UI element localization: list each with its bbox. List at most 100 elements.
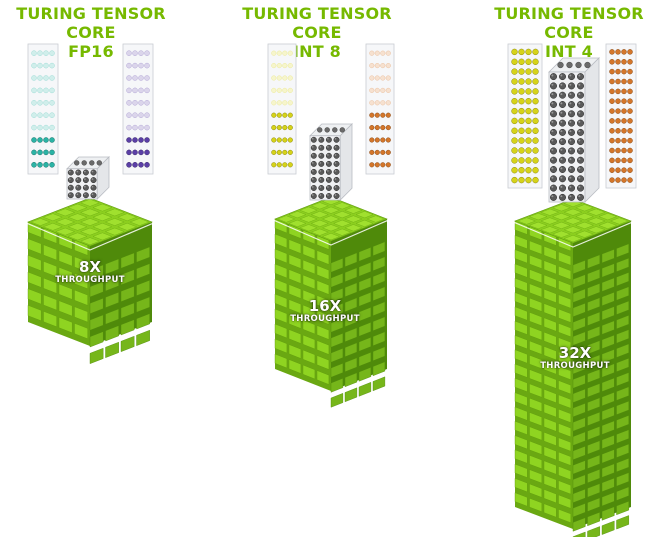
tower-top-tile <box>344 224 363 232</box>
matrix-element <box>276 137 282 143</box>
matrix-element <box>282 100 288 106</box>
compute-unit-highlight <box>578 176 581 179</box>
tower-top-tile <box>563 217 583 225</box>
tower-top-tile <box>321 233 341 241</box>
matrix-element <box>385 75 391 81</box>
tower-block <box>302 349 316 365</box>
matrix-element <box>621 49 627 55</box>
tower-block <box>358 367 372 382</box>
matrix-element <box>43 100 49 106</box>
compute-unit-highlight <box>319 194 322 196</box>
tower-block <box>74 306 88 323</box>
compute-unit <box>550 101 557 108</box>
tower-block <box>601 434 615 450</box>
compute-unit <box>318 176 325 183</box>
matrix-element <box>532 107 539 115</box>
compute-unit <box>318 193 325 199</box>
tower-block <box>543 503 557 518</box>
tower-block <box>587 511 600 527</box>
matrix-element <box>518 98 525 105</box>
matrix-element <box>615 177 621 183</box>
tower-block <box>302 289 316 305</box>
tower-block <box>372 286 386 302</box>
matrix-element <box>369 149 375 155</box>
matrix-element <box>31 137 37 143</box>
tower-top-tile <box>55 218 76 226</box>
tower-block <box>601 420 615 435</box>
compute-unit-highlight <box>334 146 337 148</box>
title-line-1: TURING TENSOR CORE <box>16 4 166 42</box>
matrix-element <box>43 137 49 143</box>
tower-block <box>27 271 42 288</box>
matrix-element <box>138 50 144 56</box>
tower-top-tile <box>310 211 329 219</box>
matrix-element <box>525 107 532 115</box>
tower-block <box>572 403 586 418</box>
tower-top-tile <box>575 221 594 229</box>
tower-block <box>587 340 600 355</box>
matrix-element <box>276 63 282 69</box>
tower-block <box>302 274 316 290</box>
tower-block <box>372 241 386 257</box>
tower-block <box>616 386 629 401</box>
tower-block <box>601 449 615 464</box>
compute-unit-highlight <box>327 186 329 188</box>
tower-top-tile <box>42 213 63 222</box>
compute-unit <box>81 160 87 166</box>
tower-block <box>514 420 528 435</box>
matrix-element <box>621 167 627 173</box>
tower-block <box>572 331 586 346</box>
tower-block <box>572 360 586 375</box>
tower-block <box>558 280 571 295</box>
throughput-label-int4: 32X THROUGHPUT <box>530 345 620 371</box>
matrix-element <box>621 157 627 164</box>
compute-unit <box>339 127 345 133</box>
tower-block <box>543 346 557 361</box>
matrix-element <box>380 112 386 118</box>
matrix-element <box>532 78 539 85</box>
compute-unit <box>310 176 317 183</box>
tower-block <box>358 262 372 277</box>
tower-block <box>288 329 302 344</box>
tower-block <box>316 280 330 295</box>
tower-block <box>543 317 557 332</box>
tower-top-tile <box>299 215 318 223</box>
tower-block <box>587 397 600 412</box>
matrix-element <box>271 63 277 69</box>
tower-block <box>514 406 528 421</box>
matrix-element <box>138 112 144 118</box>
tower-block <box>74 323 88 340</box>
matrix-element <box>132 112 138 118</box>
tower-top-tile <box>586 217 606 225</box>
compute-unit <box>568 156 575 164</box>
tower-top-tile <box>310 202 329 210</box>
tower-block <box>543 460 557 475</box>
tower-block <box>572 488 586 503</box>
compute-unit-highlight <box>551 139 554 142</box>
matrix-element <box>532 48 539 56</box>
matrix-element <box>43 112 49 118</box>
matrix-element <box>627 98 633 104</box>
matrix-element <box>627 128 633 134</box>
matrix-element <box>369 112 375 118</box>
matrix-element <box>385 149 391 155</box>
matrix-element <box>126 162 132 168</box>
compute-unit-highlight <box>560 195 563 198</box>
matrix-element <box>609 118 615 124</box>
compute-unit <box>559 73 566 81</box>
tower-block <box>558 394 571 409</box>
matrix-element <box>627 59 633 65</box>
tower-block <box>572 274 586 289</box>
compute-unit-highlight <box>334 170 337 172</box>
matrix-element <box>380 100 386 106</box>
tower-block <box>572 388 586 403</box>
matrix-element <box>615 108 621 114</box>
tower-block <box>514 235 528 250</box>
matrix-element <box>37 75 43 81</box>
tower-top-tile <box>67 222 88 231</box>
compute-unit <box>550 175 557 183</box>
matrix-element <box>31 50 37 56</box>
compute-unit <box>67 169 74 176</box>
compute-unit-highlight <box>84 193 86 196</box>
matrix-element <box>511 48 518 56</box>
